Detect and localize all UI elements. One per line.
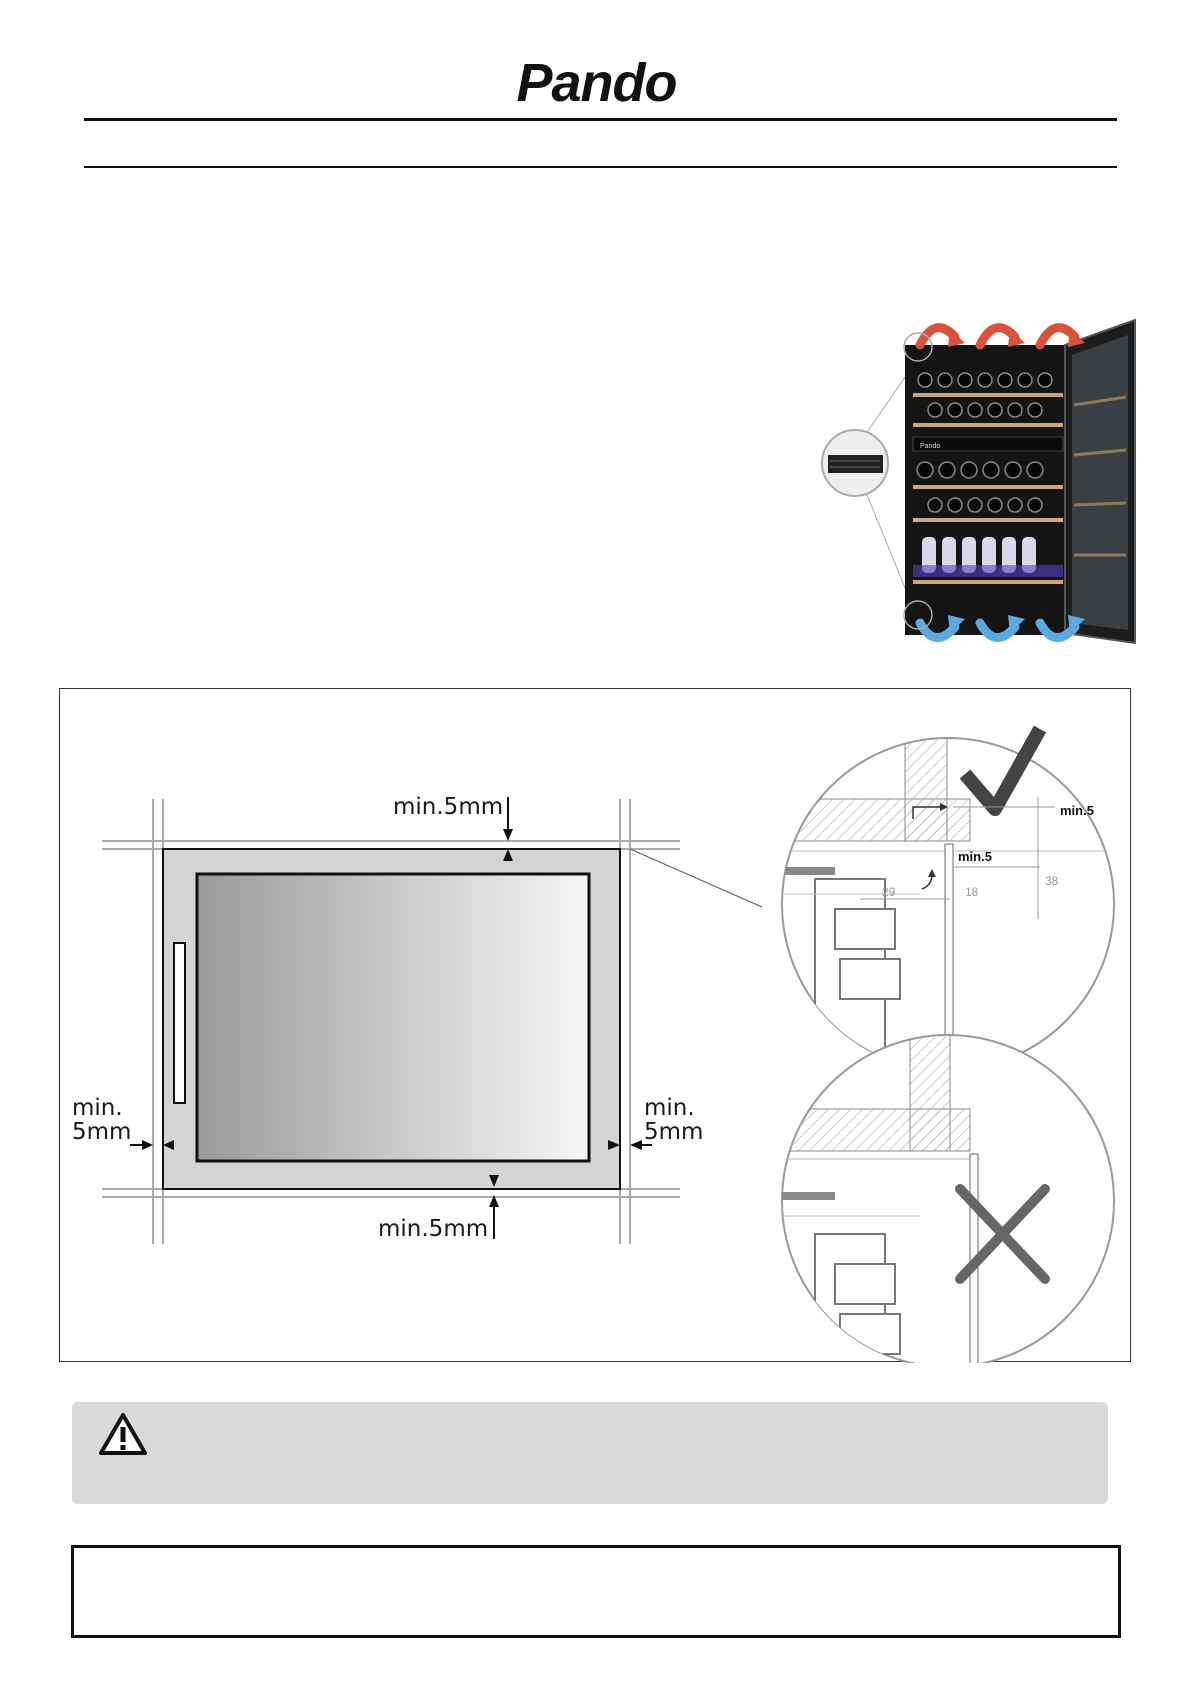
detail-min-top: min.5	[1060, 803, 1094, 818]
door-glass	[195, 872, 591, 1163]
detail-dim-29: 29	[882, 885, 896, 899]
detail-min-inner: min.5	[958, 849, 992, 864]
detail-correct-installation: min.5 min.5 29 18 38	[781, 725, 1115, 1071]
brand-logo: Pando	[516, 53, 677, 113]
wine-cooler-illustration: Pando	[810, 315, 1140, 645]
bottom-clearance-label: min.5mm	[378, 1216, 488, 1242]
detail-dim-38: 38	[1045, 874, 1059, 888]
left-clearance-label-2: 5mm	[72, 1119, 131, 1145]
header-rule-bottom	[84, 166, 1117, 168]
door-handle	[173, 942, 186, 1104]
panel-brand: Pando	[920, 443, 940, 450]
installation-diagram: min.5mm min.5mm min. 5mm min. 5mm	[59, 688, 1131, 1363]
note-box	[71, 1545, 1121, 1638]
hot-air-arrows	[915, 323, 1080, 350]
detail-incorrect-installation	[781, 1034, 1115, 1363]
cross-icon	[955, 1184, 1050, 1284]
right-clearance-label-1: min.	[644, 1095, 695, 1121]
check-icon	[959, 725, 1047, 816]
warning-icon	[99, 1413, 147, 1455]
header-rule-top	[84, 118, 1117, 121]
right-clearance-label-2: 5mm	[644, 1119, 703, 1145]
detail-dim-18: 18	[965, 885, 979, 899]
top-clearance-label: min.5mm	[393, 794, 503, 820]
left-clearance-label-1: min.	[72, 1095, 123, 1121]
warning-banner	[72, 1402, 1108, 1504]
